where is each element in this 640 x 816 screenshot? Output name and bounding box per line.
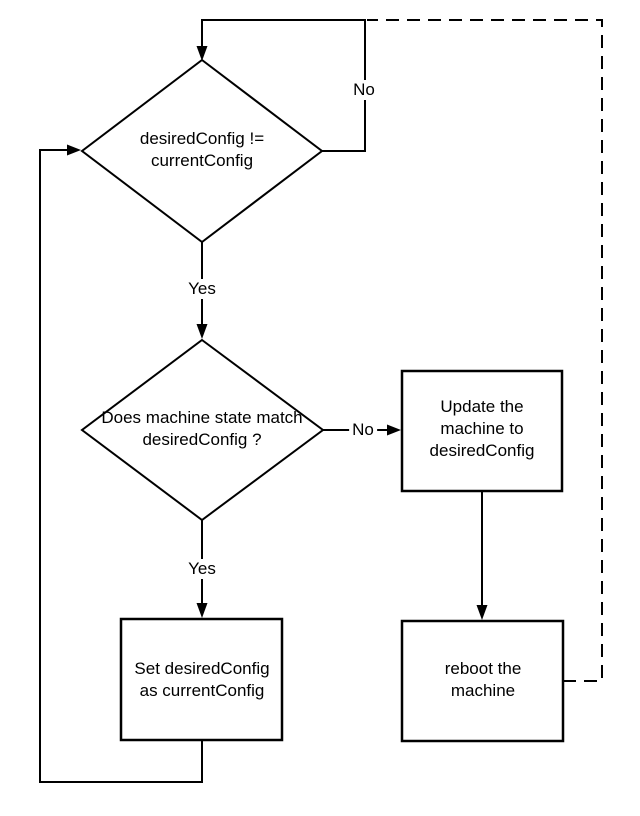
edge-label-no-mid: No [349,420,377,440]
decision-state-match-shape [80,338,325,522]
process-reboot-machine-label: reboot the machine [444,659,522,700]
process-set-config-shape [119,617,284,742]
arrowhead-into-set-box [196,603,208,618]
decision-state-match-label: Does machine state match desiredConfig ? [101,408,303,449]
process-update-machine-shape [400,369,564,493]
arrowhead-into-decision1-left [67,144,81,156]
decision-config-changed-label: desiredConfig != currentConfig [139,129,265,170]
arrowhead-into-update-box [387,424,401,436]
edge-label-no-top: No [350,80,378,100]
edge-label-yes-top: Yes [185,279,219,299]
decision-config-changed-shape [80,58,324,244]
arrowhead-into-decision2 [196,324,208,339]
arrowhead-into-reboot-box [476,605,488,620]
process-set-config-label: Set desiredConfig as currentConfig [134,659,270,700]
arrowhead-into-decision1-top [196,46,208,61]
edge-reboot-dashed-loop [367,19,603,682]
edge-label-yes-mid: Yes [185,559,219,579]
process-reboot-machine-shape [400,619,565,743]
edge-set-left-loop [39,149,203,783]
edge-no-top-loop [201,19,366,152]
process-update-machine-label: Update the machine to desiredConfig [429,397,535,460]
